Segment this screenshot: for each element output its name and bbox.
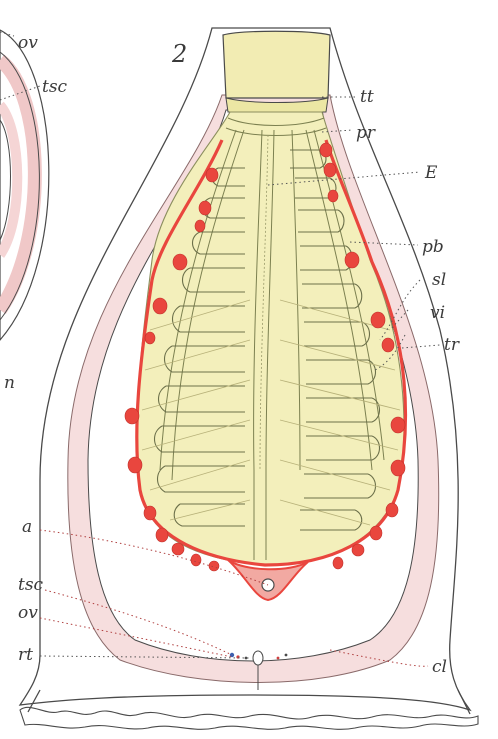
label-sl: sl xyxy=(432,270,446,290)
label-tr: tr xyxy=(444,335,460,355)
label-cl: cl xyxy=(432,657,447,677)
label-pr: pr xyxy=(356,123,376,143)
label-rt: rt xyxy=(18,645,33,665)
basal-stolon xyxy=(20,707,478,729)
label-tsc-top: tsc xyxy=(42,77,68,97)
label-tt: tt xyxy=(360,87,374,107)
label-ov-bottom: ov xyxy=(18,603,38,623)
label-E: E xyxy=(424,163,438,183)
figure-number: 2 xyxy=(171,40,187,68)
label-pb: pb xyxy=(422,237,444,257)
label-vi: vi xyxy=(430,303,445,323)
label-ov-top: ov xyxy=(18,33,38,53)
label-n: n xyxy=(4,373,15,393)
label-tsc-bottom: tsc xyxy=(18,575,44,595)
label-a: a xyxy=(22,517,32,537)
